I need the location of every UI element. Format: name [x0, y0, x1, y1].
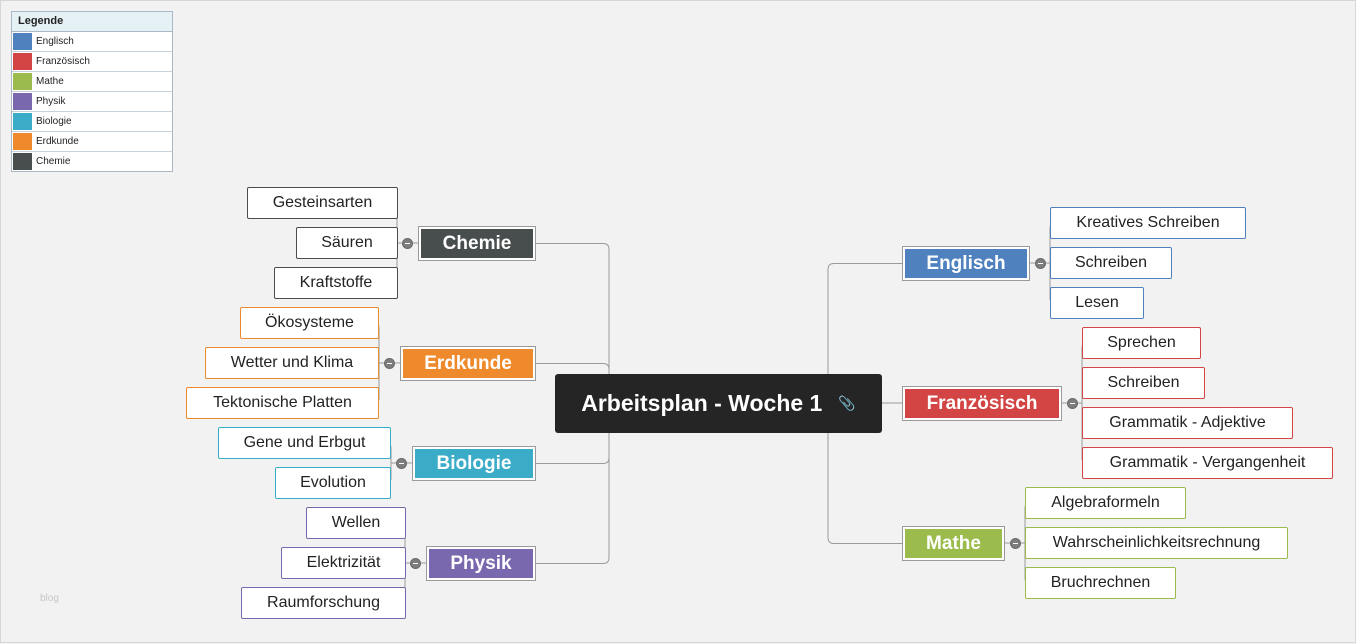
subtopic-erdkunde-1[interactable]: Wetter und Klima: [205, 347, 379, 379]
legend-row-chemie: Chemie: [12, 152, 172, 171]
subtopic-franzoesisch-1[interactable]: Schreiben: [1082, 367, 1205, 399]
connector-line: [827, 403, 902, 544]
legend-swatch: [13, 33, 32, 50]
subtopic-chemie-1[interactable]: Säuren: [296, 227, 398, 259]
legend-label: Erdkunde: [36, 136, 79, 147]
central-topic[interactable]: Arbeitsplan - Woche 1 📎: [555, 374, 882, 433]
subtopic-physik-0[interactable]: Wellen: [306, 507, 406, 539]
subtopic-physik-1[interactable]: Elektrizität: [281, 547, 406, 579]
subtopic-franzoesisch-2[interactable]: Grammatik - Adjektive: [1082, 407, 1293, 439]
topic-erdkunde[interactable]: Erdkunde: [400, 346, 536, 381]
legend-swatch: [13, 73, 32, 90]
subtopic-biologie-0[interactable]: Gene und Erbgut: [218, 427, 391, 459]
topic-mathe[interactable]: Mathe: [902, 526, 1005, 561]
paperclip-icon[interactable]: 📎: [838, 395, 856, 411]
collapse-toggle-franzoesisch[interactable]: [1067, 398, 1078, 409]
collapse-toggle-biologie[interactable]: [396, 458, 407, 469]
subtopic-englisch-1[interactable]: Schreiben: [1050, 247, 1172, 279]
topic-physik[interactable]: Physik: [426, 546, 536, 581]
collapse-toggle-physik[interactable]: [410, 558, 421, 569]
subtopic-mathe-0[interactable]: Algebraformeln: [1025, 487, 1186, 519]
subtopic-englisch-2[interactable]: Lesen: [1050, 287, 1144, 319]
collapse-toggle-mathe[interactable]: [1010, 538, 1021, 549]
legend-swatch: [13, 113, 32, 130]
legend-title: Legende: [12, 12, 172, 32]
connector-line: [536, 363, 610, 403]
legend-swatch: [13, 133, 32, 150]
topic-chemie[interactable]: Chemie: [418, 226, 536, 261]
subtopic-erdkunde-0[interactable]: Ökosysteme: [240, 307, 379, 339]
legend-swatch: [13, 53, 32, 70]
topic-englisch[interactable]: Englisch: [902, 246, 1030, 281]
subtopic-mathe-2[interactable]: Bruchrechnen: [1025, 567, 1176, 599]
watermark: blog: [40, 593, 59, 604]
legend-label: Englisch: [36, 36, 74, 47]
topic-biologie[interactable]: Biologie: [412, 446, 536, 481]
legend-panel: Legende Englisch Französisch Mathe Physi…: [11, 11, 173, 172]
legend-row-physik: Physik: [12, 92, 172, 112]
legend-row-biologie: Biologie: [12, 112, 172, 132]
legend-label: Physik: [36, 96, 66, 107]
subtopic-chemie-0[interactable]: Gesteinsarten: [247, 187, 398, 219]
subtopic-franzoesisch-0[interactable]: Sprechen: [1082, 327, 1201, 359]
legend-row-mathe: Mathe: [12, 72, 172, 92]
connector-line: [827, 263, 902, 403]
subtopic-physik-2[interactable]: Raumforschung: [241, 587, 406, 619]
subtopic-biologie-1[interactable]: Evolution: [275, 467, 391, 499]
legend-label: Mathe: [36, 76, 64, 87]
subtopic-erdkunde-2[interactable]: Tektonische Platten: [186, 387, 379, 419]
legend-swatch: [13, 93, 32, 110]
collapse-toggle-erdkunde[interactable]: [384, 358, 395, 369]
subtopic-englisch-0[interactable]: Kreatives Schreiben: [1050, 207, 1246, 239]
collapse-toggle-englisch[interactable]: [1035, 258, 1046, 269]
legend-label: Biologie: [36, 116, 72, 127]
central-topic-title: Arbeitsplan - Woche 1: [581, 390, 823, 416]
legend-swatch: [13, 153, 32, 170]
legend-row-englisch: Englisch: [12, 32, 172, 52]
subtopic-mathe-1[interactable]: Wahrscheinlichkeitsrechnung: [1025, 527, 1288, 559]
connector-line: [536, 243, 610, 403]
subtopic-chemie-2[interactable]: Kraftstoffe: [274, 267, 398, 299]
topic-franzoesisch[interactable]: Französisch: [902, 386, 1062, 421]
legend-label: Französisch: [36, 56, 90, 67]
legend-label: Chemie: [36, 156, 71, 167]
subtopic-franzoesisch-3[interactable]: Grammatik - Vergangenheit: [1082, 447, 1333, 479]
connector-line: [536, 403, 610, 564]
collapse-toggle-chemie[interactable]: [402, 238, 413, 249]
legend-row-erdkunde: Erdkunde: [12, 132, 172, 152]
legend-row-franzoesisch: Französisch: [12, 52, 172, 72]
